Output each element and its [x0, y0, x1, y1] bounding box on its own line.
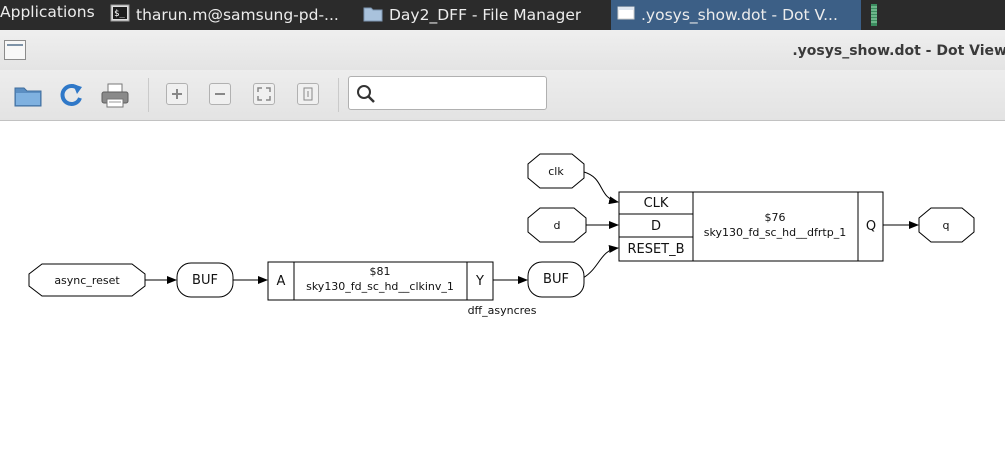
graph-edges: [145, 171, 919, 284]
node-q-label: q: [943, 219, 950, 232]
zoom-fit-icon[interactable]: [253, 83, 275, 105]
cell-81-port-a: A: [277, 274, 286, 289]
edge-buf-reset-b: [582, 245, 619, 279]
task-terminal-label: tharun.m@samsung-pd-...: [136, 6, 339, 24]
node-q[interactable]: q: [918, 207, 975, 243]
task-dot-viewer-label: .yosys_show.dot - Dot V...: [641, 6, 838, 24]
node-cell-76[interactable]: CLK D RESET_B $76 sky130_fd_sc_hd__dfrtp…: [618, 191, 884, 262]
open-folder-icon[interactable]: [13, 80, 43, 110]
node-clk[interactable]: clk: [527, 153, 585, 189]
search-icon: [356, 84, 376, 108]
node-d-label: d: [554, 219, 561, 232]
task-terminal[interactable]: $_ tharun.m@samsung-pd-...: [110, 0, 358, 30]
node-buf-2[interactable]: BUF: [527, 261, 585, 298]
cell-76-port-reset-b: RESET_B: [627, 242, 684, 257]
cell-76-type: sky130_fd_sc_hd__dfrtp_1: [704, 226, 846, 239]
node-buf-2-label: BUF: [543, 272, 569, 287]
graph-canvas[interactable]: async_reset BUF A $81 sky130_fd_sc_hd__c…: [0, 121, 1005, 456]
cell-81-type: sky130_fd_sc_hd__clkinv_1: [306, 280, 454, 293]
task-dot-viewer[interactable]: .yosys_show.dot - Dot V...: [611, 0, 861, 30]
reload-icon[interactable]: [56, 80, 86, 110]
folder-icon: [363, 4, 383, 26]
cell-76-port-clk: CLK: [644, 196, 669, 211]
node-cell-81[interactable]: A $81 sky130_fd_sc_hd__clkinv_1 Y: [267, 261, 494, 301]
cell-76-id: $76: [765, 211, 786, 224]
cell-81-port-y: Y: [475, 274, 484, 289]
cell-76-port-q: Q: [866, 219, 876, 234]
node-d[interactable]: d: [527, 207, 587, 243]
zoom-100-icon[interactable]: [297, 83, 319, 105]
task-file-manager-label: Day2_DFF - File Manager: [389, 6, 582, 24]
node-async-reset[interactable]: async_reset: [28, 263, 146, 297]
edge-clk: [583, 171, 619, 205]
cell-81-id: $81: [370, 265, 391, 278]
netlist-graph: async_reset BUF A $81 sky130_fd_sc_hd__c…: [28, 153, 975, 317]
toolbar-separator: [148, 78, 149, 112]
node-buf-1-label: BUF: [192, 273, 218, 288]
toolbar-separator: [338, 78, 339, 112]
node-async-reset-label: async_reset: [54, 274, 120, 287]
window-title: .yosys_show.dot - Dot View: [792, 43, 1005, 59]
svg-text:$_: $_: [114, 9, 125, 19]
top-panel: Applications $_ tharun.m@samsung-pd-... …: [0, 0, 1005, 30]
node-clk-label: clk: [548, 165, 564, 178]
panel-handle-icon: [870, 4, 878, 30]
applications-menu[interactable]: Applications: [0, 3, 95, 21]
module-label: dff_asyncres: [468, 304, 537, 317]
zoom-in-icon[interactable]: [166, 83, 188, 105]
zoom-out-icon[interactable]: [209, 83, 231, 105]
node-buf-1[interactable]: BUF: [176, 262, 234, 298]
task-file-manager[interactable]: Day2_DFF - File Manager: [363, 0, 605, 30]
terminal-icon: $_: [110, 4, 130, 26]
window-titlebar[interactable]: .yosys_show.dot - Dot View: [0, 30, 1005, 70]
print-icon[interactable]: [100, 80, 130, 110]
search-input[interactable]: [379, 81, 543, 107]
window-icon: [617, 6, 635, 24]
search-field[interactable]: [348, 76, 547, 110]
cell-76-port-d: D: [651, 219, 661, 234]
window-menu-button[interactable]: [4, 40, 26, 60]
